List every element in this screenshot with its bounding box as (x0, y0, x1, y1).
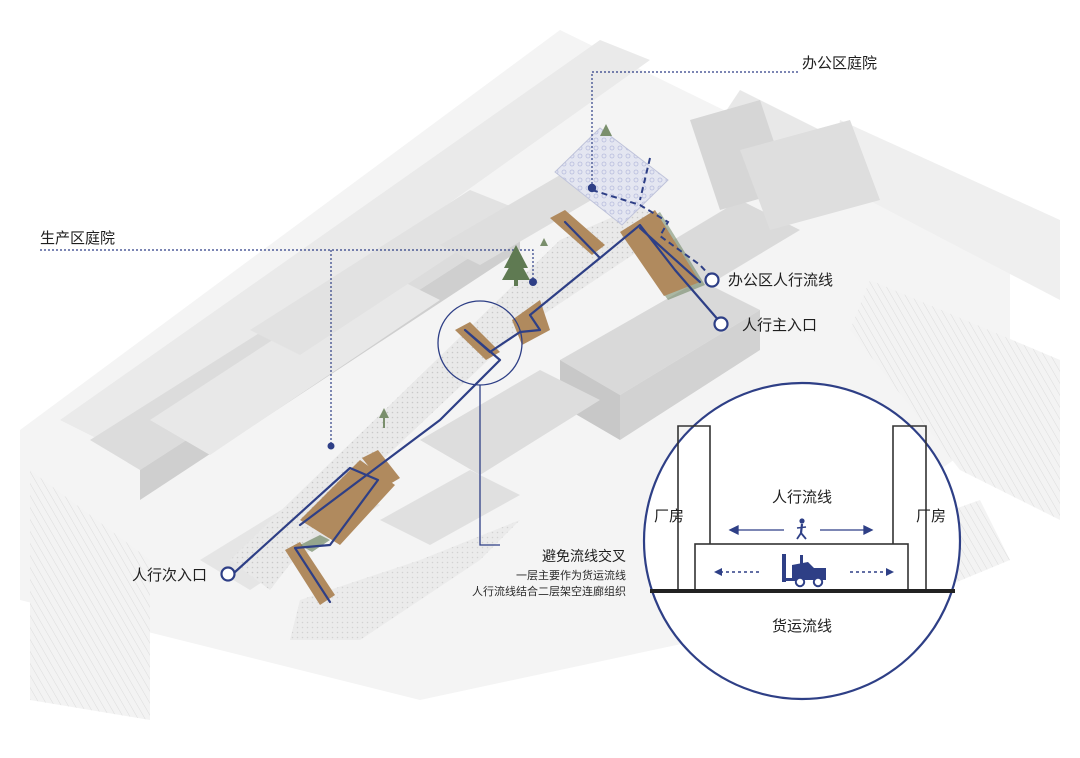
label-ped-main-entrance: 人行主入口 (742, 316, 817, 334)
forklift-icon (782, 554, 826, 588)
section-ped-flow: 人行流线 (772, 488, 832, 506)
note-line-2: 人行流线结合二层架空连廊组织 (472, 584, 626, 598)
note-title: 避免流线交叉 (542, 548, 626, 565)
label-office-courtyard: 办公区庭院 (802, 54, 877, 72)
leader-dots (327, 183, 597, 450)
office-ped-flow-dashed (591, 157, 713, 279)
section-detail: 厂房 厂房 人行流线 货运流线 (642, 381, 962, 701)
section-freight-flow: 货运流线 (772, 617, 832, 635)
office-courtyard-area (554, 127, 669, 226)
label-office-ped-flow: 办公区人行流线 (728, 271, 833, 289)
note-line-1: 一层主要作为货运流线 (516, 568, 626, 582)
entrance-markers (220, 272, 729, 582)
leader-lines (40, 71, 800, 446)
detail-magnifier (437, 300, 523, 546)
label-ped-secondary-entrance: 人行次入口 (132, 566, 207, 584)
pedestrian-icon (796, 518, 807, 540)
tree-icon (502, 245, 530, 286)
section-factory-left: 厂房 (654, 507, 684, 525)
section-factory-right: 厂房 (916, 507, 946, 525)
ped-flow-arrows (728, 524, 874, 536)
label-production-courtyard: 生产区庭院 (40, 229, 115, 247)
freight-flow-arrows (714, 568, 894, 576)
small-tree-icon (379, 124, 612, 428)
pedestrian-route (233, 220, 722, 604)
